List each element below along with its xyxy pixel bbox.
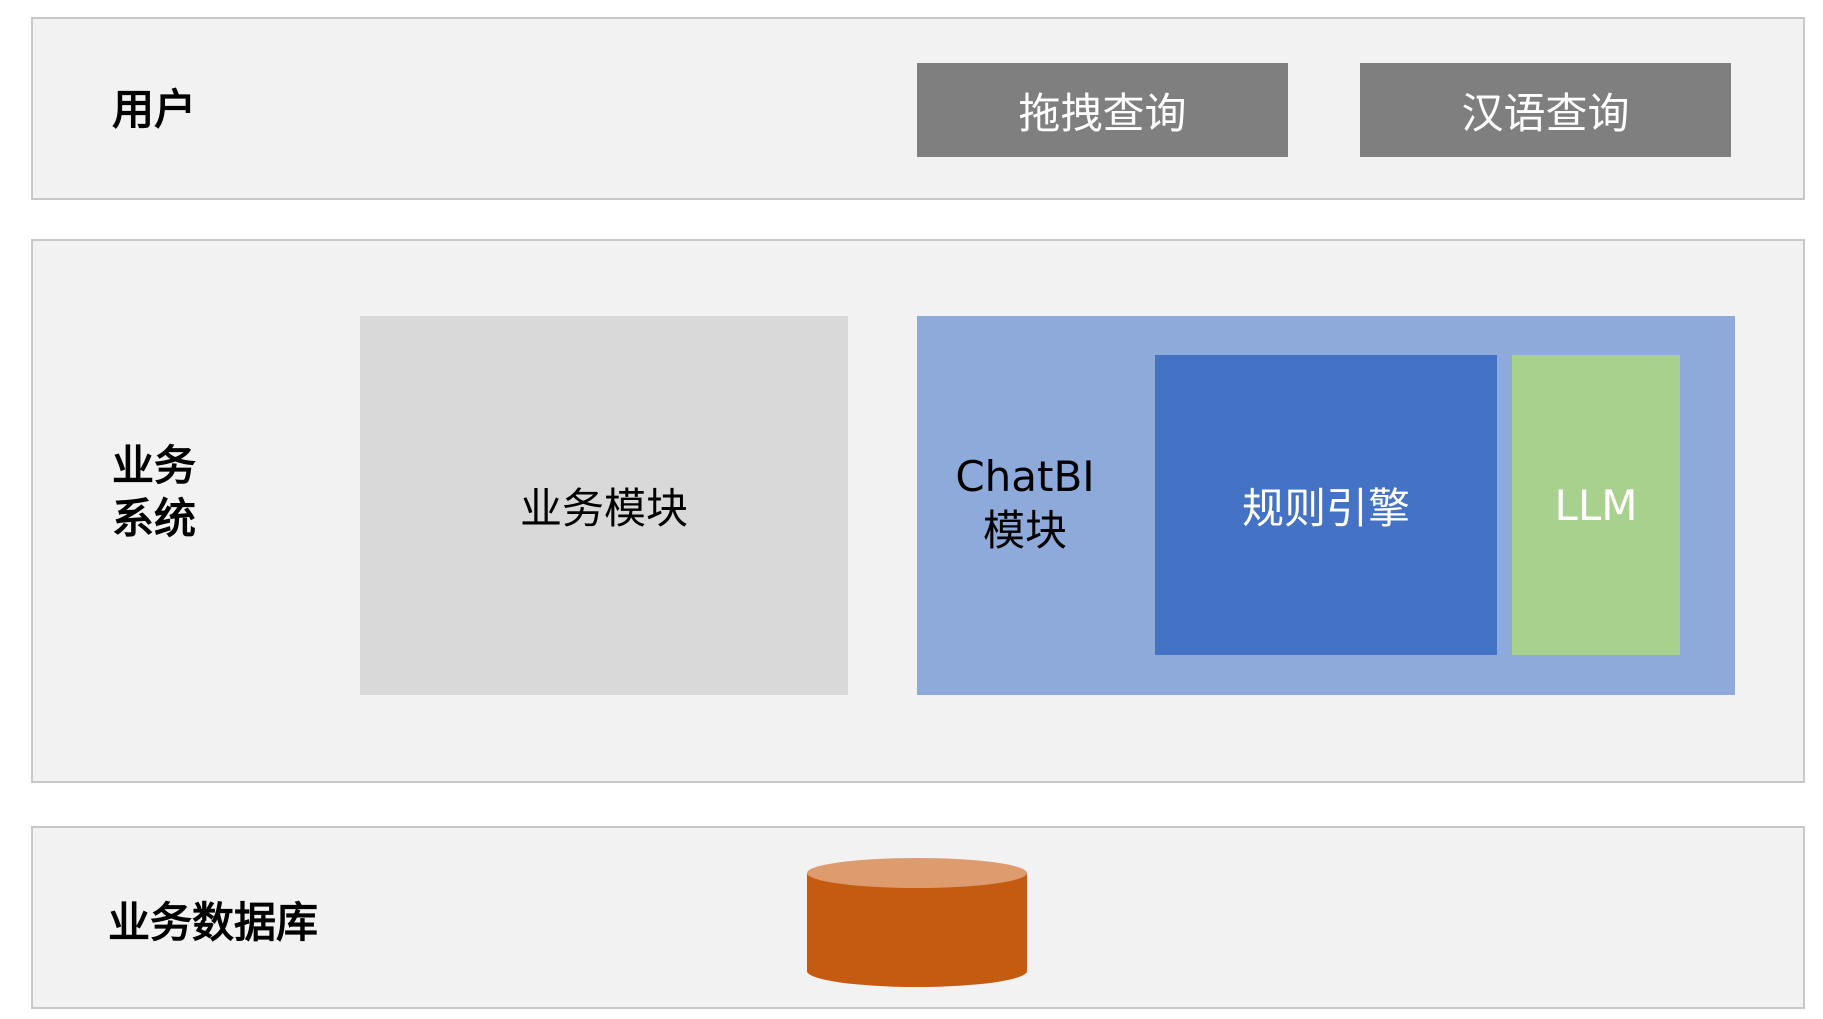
business-system-label: 业务 系统: [112, 440, 222, 545]
database-layer-label: 业务数据库: [108, 898, 319, 947]
drag-query-button[interactable]: 拖拽查询: [917, 63, 1288, 157]
llm-label: LLM: [1554, 480, 1638, 530]
business-system-label-line2: 系统: [112, 493, 197, 543]
chatbi-label-line2: 模块: [982, 505, 1067, 555]
business-module-box: 业务模块: [360, 316, 848, 695]
database-cylinder-body: [807, 873, 1027, 987]
chatbi-module-label: ChatBI 模块: [940, 450, 1110, 558]
database-cylinder-icon: [807, 858, 1027, 987]
rule-engine-box: 规则引擎: [1155, 355, 1497, 655]
business-module-label: 业务模块: [519, 484, 688, 533]
rule-engine-label: 规则引擎: [1241, 483, 1410, 533]
database-cylinder-top: [807, 858, 1027, 888]
llm-box: LLM: [1512, 355, 1680, 655]
user-layer-label: 用户: [112, 85, 197, 134]
chatbi-label-line1: ChatBI: [955, 452, 1095, 501]
business-system-label-line1: 业务: [112, 441, 197, 490]
chinese-query-button[interactable]: 汉语查询: [1360, 63, 1731, 157]
